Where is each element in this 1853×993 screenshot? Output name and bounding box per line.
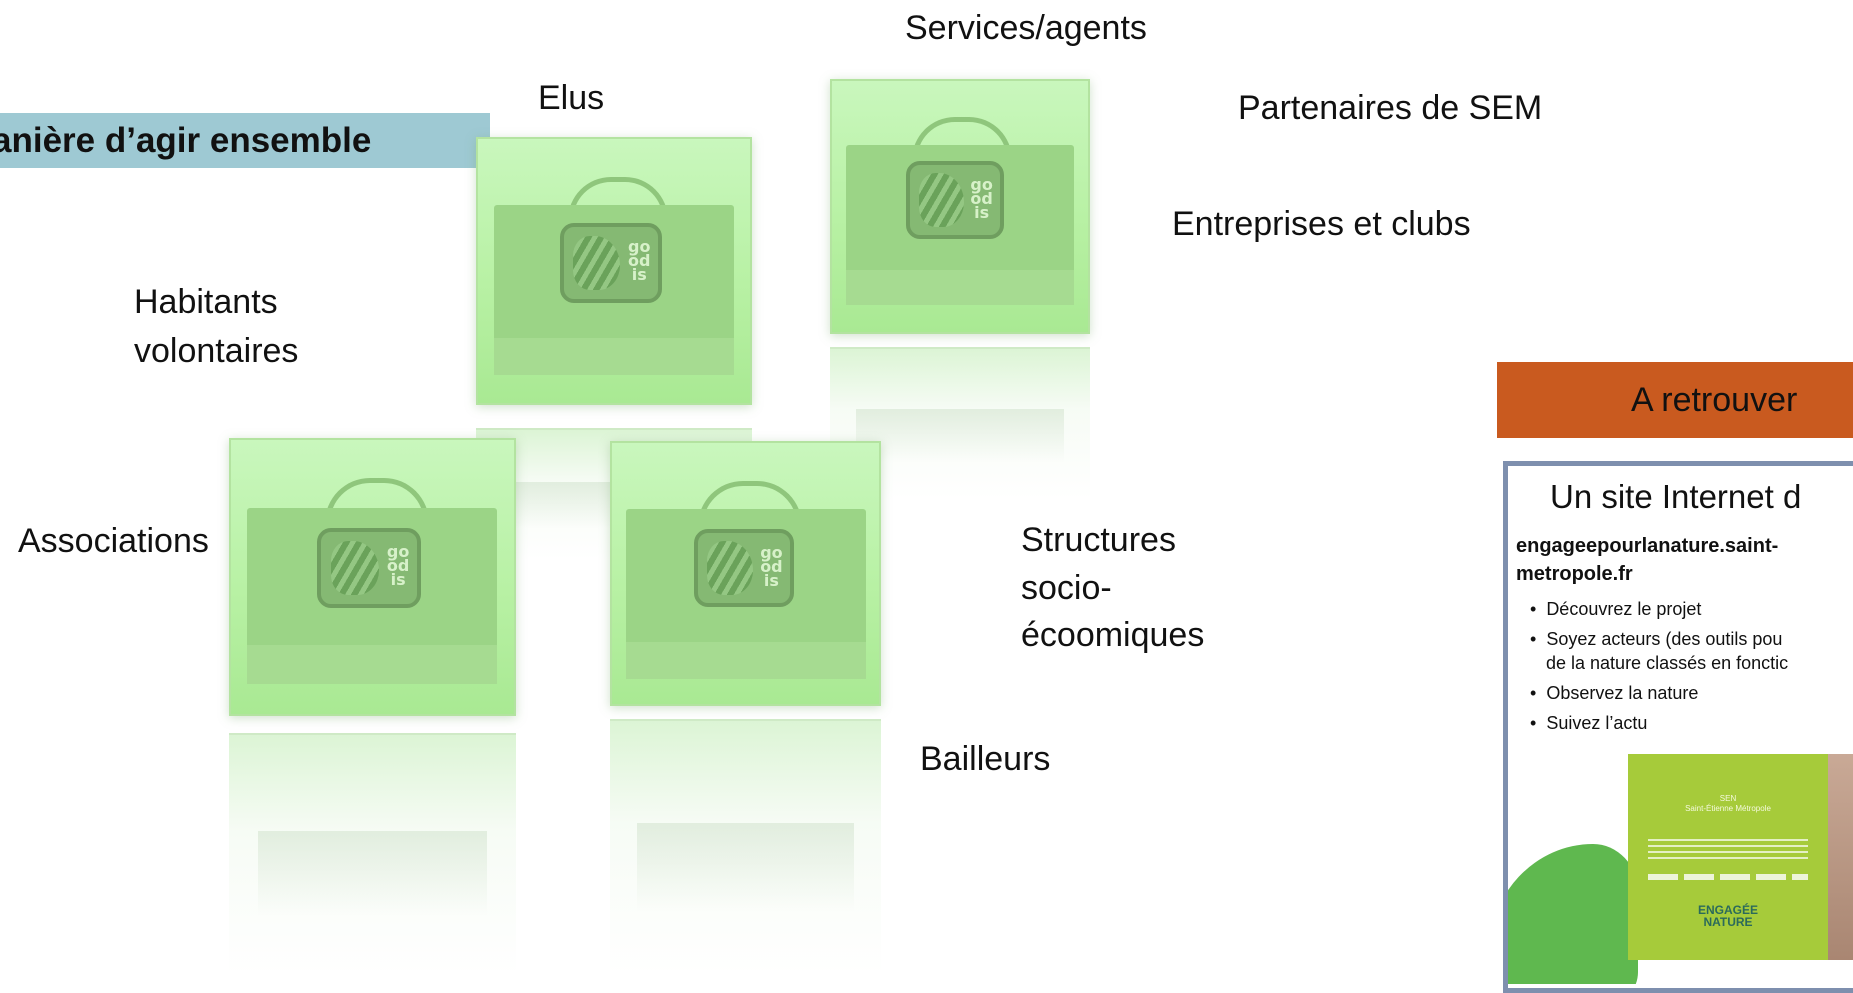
site-url[interactable]: engageepourlanature.saint- metropole.fr — [1516, 532, 1778, 588]
website-screenshot: SEN Saint-Étienne Métropole ENGAGÉE NATU… — [1508, 754, 1853, 984]
photo-thumbnail — [1828, 754, 1853, 960]
list-item: Suivez l’actu — [1530, 708, 1788, 738]
label-structures-line2: socio- — [1021, 568, 1112, 607]
label-habitants-line1: Habitants — [134, 283, 278, 321]
label-associations: Associations — [18, 522, 209, 560]
screenshot-logo: SEN Saint-Étienne Métropole — [1685, 794, 1771, 813]
label-habitants: Habitants volontaires — [134, 278, 298, 377]
list-item-continuation: de la nature classés en fonctic — [1546, 653, 1789, 673]
label-structures: Structures socio- écoomiques — [1021, 517, 1204, 660]
site-url-line2[interactable]: metropole.fr — [1516, 563, 1633, 585]
label-habitants-line2: volontaires — [134, 332, 299, 371]
site-url-line1[interactable]: engageepourlanature.saint- — [1516, 535, 1779, 557]
label-structures-line3: écoomiques — [1021, 616, 1205, 655]
website-card: Un site Internet d engageepourlanature.s… — [1503, 461, 1853, 993]
bag-reflection — [830, 347, 1090, 499]
title-banner: anière d’agir ensemble — [0, 113, 490, 168]
label-services-agents: Services/agents — [905, 9, 1147, 47]
label-elus: Elus — [538, 79, 605, 117]
label-structures-line1: Structures — [1021, 521, 1176, 559]
bag-reflection — [229, 733, 516, 975]
label-bailleurs: Bailleurs — [920, 740, 1051, 778]
engagee-nature-logo: ENGAGÉE NATURE — [1697, 903, 1759, 929]
screenshot-panel: SEN Saint-Étienne Métropole ENGAGÉE NATU… — [1628, 754, 1828, 960]
label-partenaires: Partenaires de SEM — [1238, 89, 1543, 127]
bag-reflection — [610, 719, 881, 975]
list-item: Observez la nature — [1530, 678, 1788, 708]
site-bullet-list: Découvrez le projet Soyez acteurs (des o… — [1530, 594, 1788, 738]
site-title: Un site Internet d — [1550, 478, 1802, 515]
a-retrouver-label: A retrouver — [1631, 381, 1798, 419]
label-entreprises: Entreprises et clubs — [1172, 205, 1471, 243]
a-retrouver-box: A retrouver — [1497, 362, 1853, 438]
list-item: Soyez acteurs (des outils pou de la natu… — [1530, 624, 1788, 678]
list-item: Découvrez le projet — [1530, 594, 1788, 624]
green-blob-shape — [1508, 844, 1638, 984]
